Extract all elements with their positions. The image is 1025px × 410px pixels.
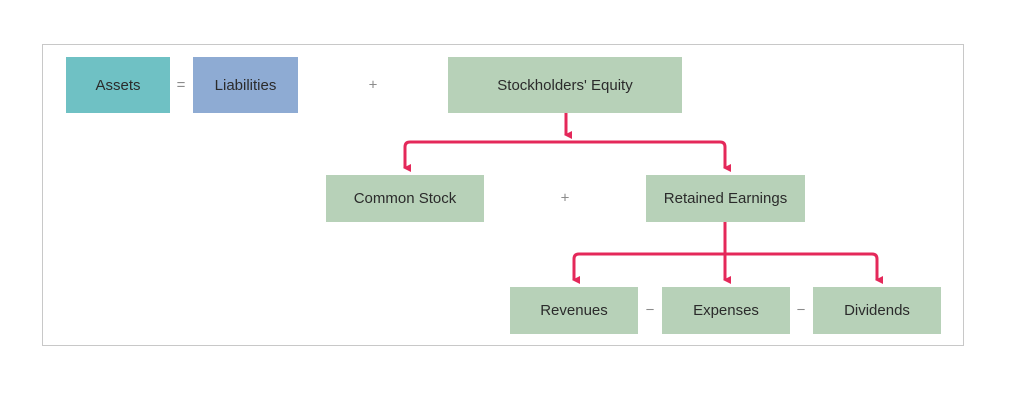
plus-sign-equity: + — [368, 76, 378, 94]
assets-label: Assets — [95, 76, 141, 94]
assets-box: Assets — [66, 57, 170, 113]
common-stock-box: Common Stock — [326, 175, 484, 222]
plus-sign-capital: + — [560, 189, 570, 207]
retained-earnings-box: Retained Earnings — [646, 175, 805, 222]
expenses-label: Expenses — [693, 302, 759, 319]
stockholders-equity-box: Stockholders' Equity — [448, 57, 682, 113]
revenues-label: Revenues — [540, 302, 608, 319]
common-stock-label: Common Stock — [353, 190, 457, 207]
dividends-box: Dividends — [813, 287, 941, 334]
liabilities-label: Liabilities — [214, 76, 277, 94]
liabilities-box: Liabilities — [193, 57, 298, 113]
stockholders-equity-label: Stockholders' Equity — [497, 76, 633, 94]
dividends-label: Dividends — [844, 302, 910, 319]
minus-sign-expenses: − — [645, 301, 655, 319]
equals-sign: = — [176, 76, 186, 94]
revenues-box: Revenues — [510, 287, 638, 334]
expenses-box: Expenses — [662, 287, 790, 334]
minus-sign-dividends: − — [796, 301, 806, 319]
retained-earnings-label: Retained Earnings — [663, 190, 788, 207]
